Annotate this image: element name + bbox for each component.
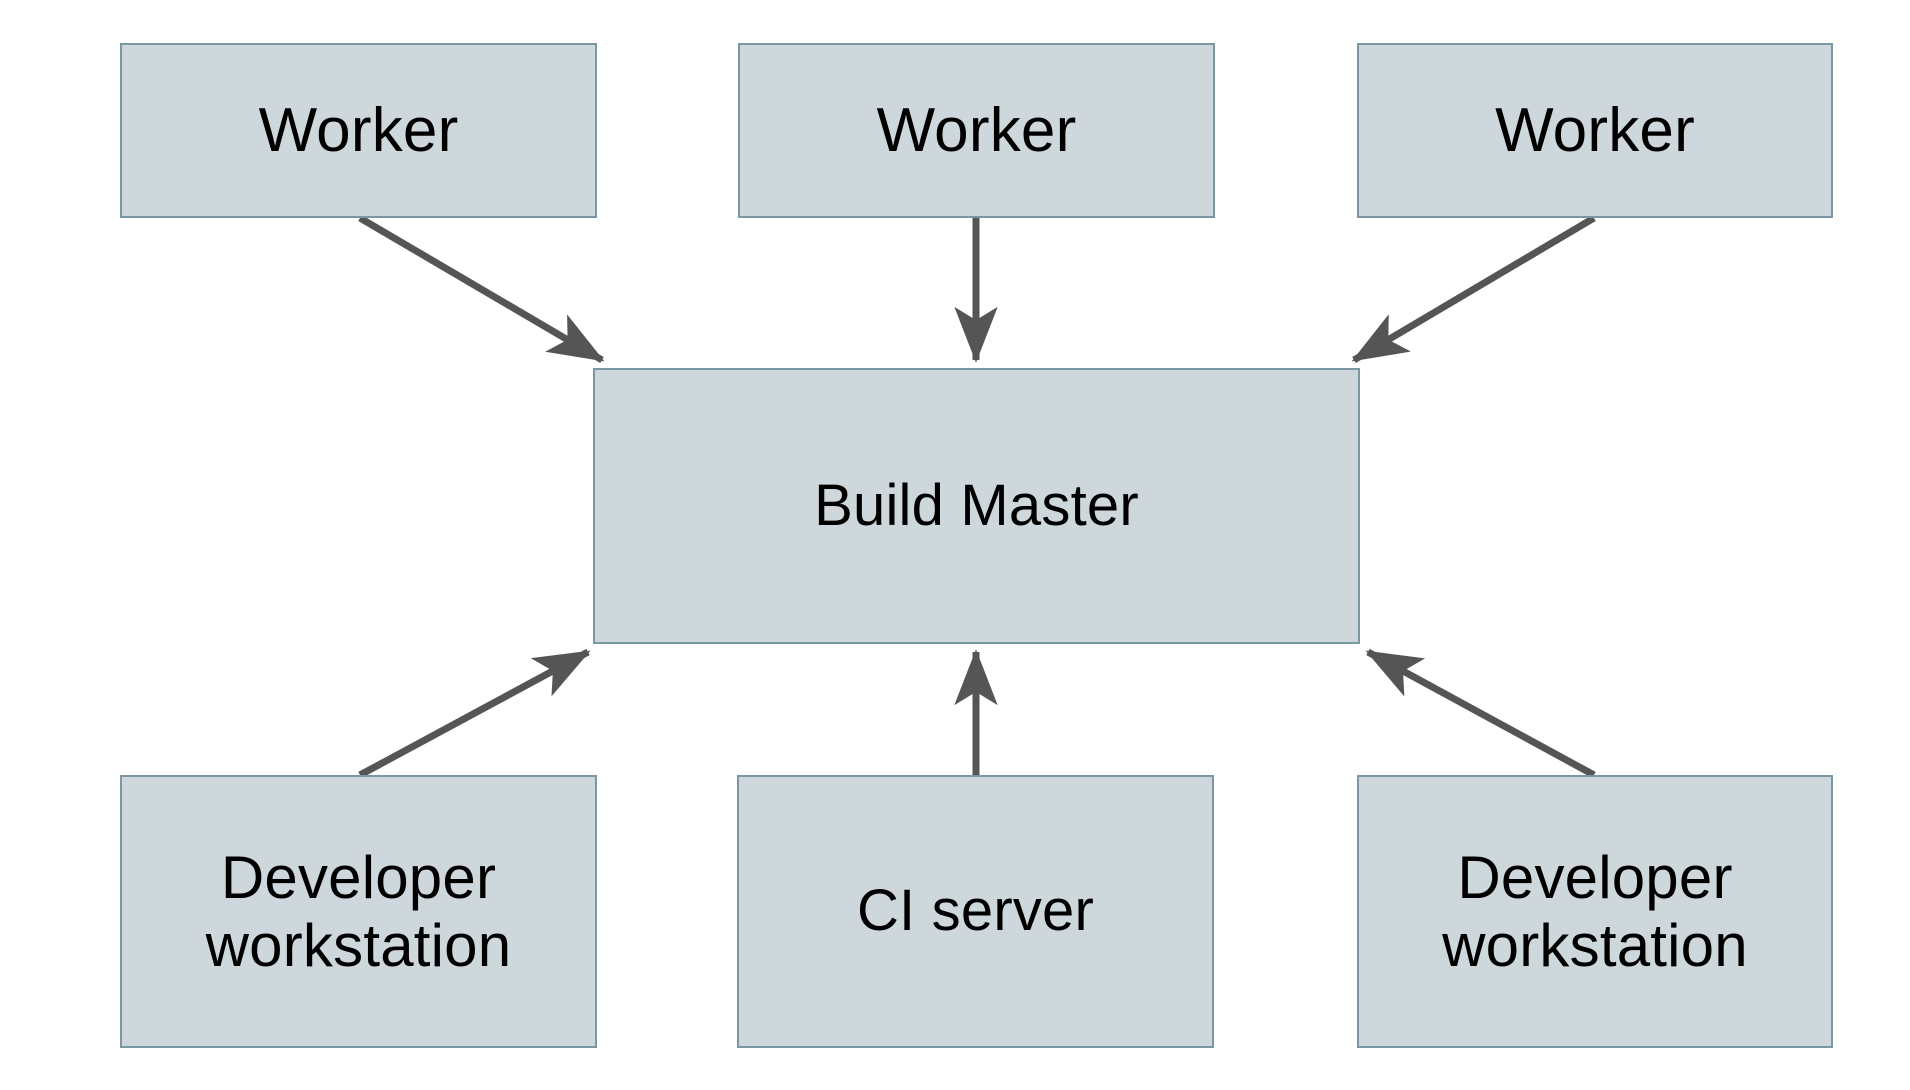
node-worker-3-label: Worker xyxy=(1495,95,1695,165)
node-worker-3[interactable]: Worker xyxy=(1357,43,1833,218)
node-developer-workstation-left-label: Developer workstation xyxy=(205,844,512,979)
edge-devleft-to-master xyxy=(358,648,591,779)
edge-devright-to-master xyxy=(1365,648,1596,779)
node-worker-2-label: Worker xyxy=(876,95,1077,165)
node-developer-workstation-right-label: Developer workstation xyxy=(1442,844,1748,979)
node-developer-workstation-left[interactable]: Developer workstation xyxy=(120,775,597,1048)
edge-worker3-to-master xyxy=(1351,214,1596,364)
node-worker-2[interactable]: Worker xyxy=(738,43,1215,218)
node-build-master[interactable]: Build Master xyxy=(593,368,1360,644)
node-build-master-label: Build Master xyxy=(814,472,1139,538)
node-worker-1[interactable]: Worker xyxy=(120,43,597,218)
node-developer-workstation-right[interactable]: Developer workstation xyxy=(1357,775,1833,1048)
edge-worker1-to-master xyxy=(358,214,605,364)
node-worker-1-label: Worker xyxy=(258,95,459,165)
node-ci-server-label: CI server xyxy=(856,878,1095,944)
node-ci-server[interactable]: CI server xyxy=(737,775,1214,1048)
